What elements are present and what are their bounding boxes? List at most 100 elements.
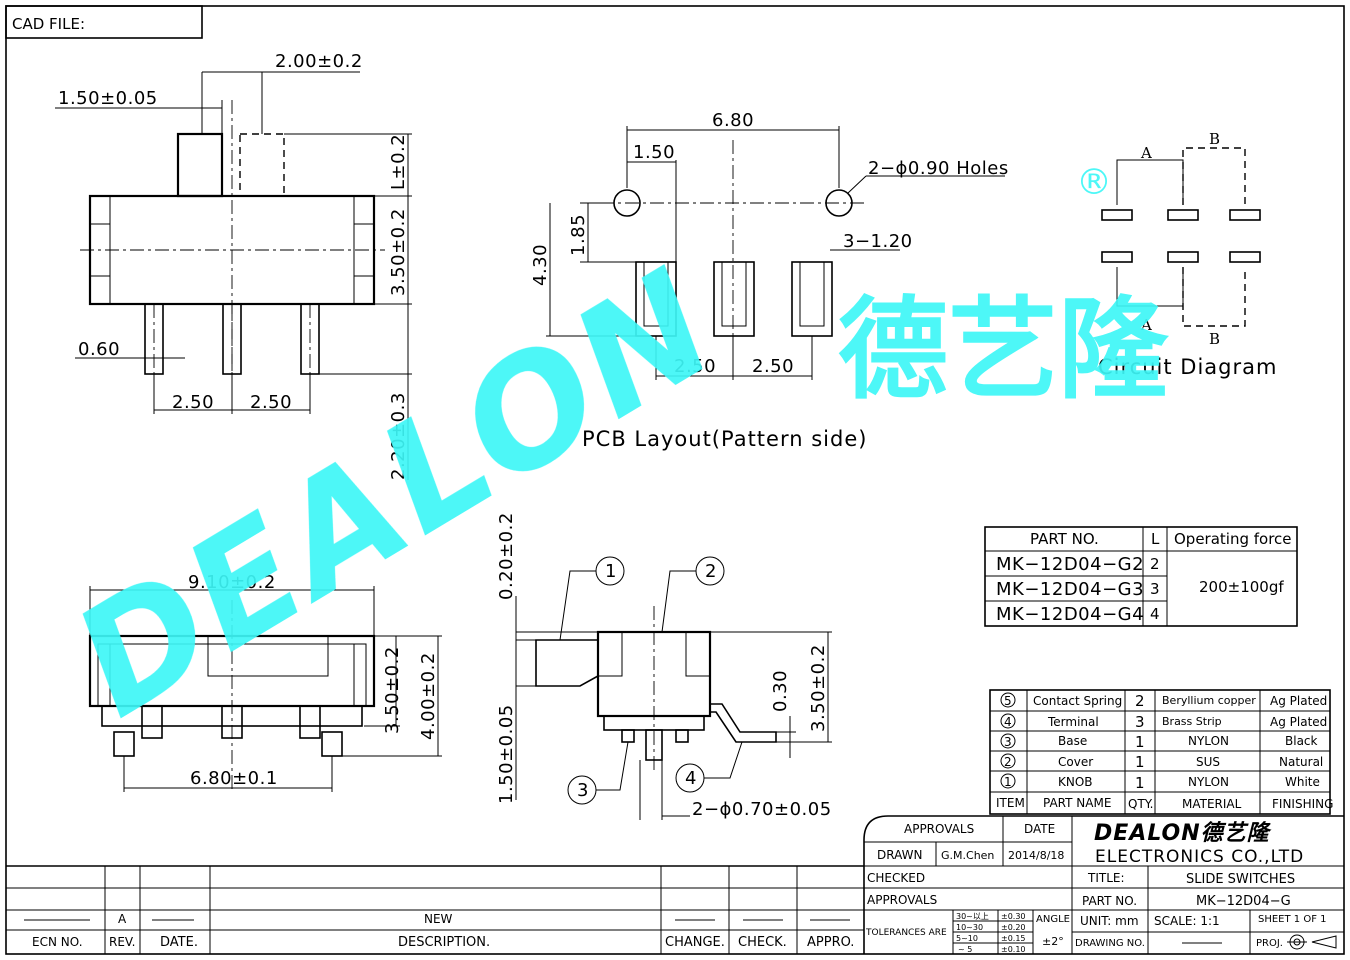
pn-header-force: Operating force xyxy=(1174,530,1292,548)
dim-row-offset: 1.85 xyxy=(568,214,589,256)
pn-row-part: MK−12D04−G2 xyxy=(996,554,1144,575)
pn-row-part: MK−12D04−G4 xyxy=(996,604,1144,625)
top-view: 2.00±0.2 1.50±0.05 L±0.2 3.50±0.2 2.20±0… xyxy=(55,51,412,480)
tb-tol-value: ±0.15 xyxy=(1001,934,1026,943)
bom-row: 4 Terminal 3 Brass Strip Ag Plated xyxy=(1000,713,1327,731)
rev-header-date: DATE. xyxy=(160,935,198,950)
rev-header-description: DESCRIPTION. xyxy=(398,935,490,950)
side-terminal xyxy=(710,703,777,743)
pcb-layout-title: PCB Layout(Pattern side) xyxy=(582,427,867,451)
tb-angle-value: ±2° xyxy=(1042,935,1064,948)
dim-side-holes: 2−ϕ0.70±0.05 xyxy=(692,799,832,820)
watermark-registered: ® xyxy=(1076,162,1112,203)
tb-approvals2: APPROVALS xyxy=(867,893,937,907)
bom-material: SUS xyxy=(1196,755,1220,769)
tb-tol-value: ±0.20 xyxy=(1001,923,1026,932)
bom-finishing: Ag Plated xyxy=(1270,694,1327,708)
pn-row-part: MK−12D04−G3 xyxy=(996,579,1144,600)
part-number-table: PART NO. L Operating force MK−12D04−G2 M… xyxy=(984,526,1298,627)
dim-hole-span: 6.80 xyxy=(712,110,754,131)
callout-3-label: 3 xyxy=(577,780,589,801)
tb-scale: SCALE: 1:1 xyxy=(1154,914,1220,928)
bom-name: Terminal xyxy=(1047,715,1099,729)
tb-approvals: APPROVALS xyxy=(904,822,974,836)
tb-title-value: SLIDE SWITCHES xyxy=(1186,872,1295,887)
bom-qty: 2 xyxy=(1135,692,1145,710)
tb-drawn-date: 2014/8/18 xyxy=(1008,849,1064,862)
projection-symbol-icon xyxy=(1287,934,1337,950)
bom-row: 5 Contact Spring 2 Beryllium copper Ag P… xyxy=(1000,692,1327,710)
dim-side-lower: 1.50±0.05 xyxy=(496,704,517,804)
bom-table: 5 Contact Spring 2 Beryllium copper Ag P… xyxy=(989,689,1333,815)
bom-material: Beryllium copper xyxy=(1162,694,1256,707)
dim-actuator-offset: 2.00±0.2 xyxy=(275,51,363,72)
tb-company-logo: DEALON德艺隆 xyxy=(1094,821,1273,846)
bom-finishing: Ag Plated xyxy=(1270,715,1327,729)
bom-name: Contact Spring xyxy=(1033,694,1122,708)
dim-front-width: 9.10±0.2 xyxy=(188,572,276,593)
tb-unit: UNIT: mm xyxy=(1080,914,1139,928)
rev-header-appro: APPRO. xyxy=(807,935,854,950)
dim-front-pin-span: 6.80±0.1 xyxy=(190,768,278,789)
tb-tol-range: 30~以上 xyxy=(956,912,989,921)
circuit-title: Circuit Diagram xyxy=(1098,355,1277,379)
callout-1-label: 1 xyxy=(605,561,617,582)
bom-header-finishing: FINISHING xyxy=(1272,797,1333,811)
bom-finishing: Natural xyxy=(1279,755,1323,769)
bom-qty: 1 xyxy=(1135,733,1145,751)
bom-row: 2 Cover 1 SUS Natural xyxy=(1000,753,1323,771)
bom-header-qty: QTY. xyxy=(1128,797,1154,811)
rev-header-change: CHANGE. xyxy=(665,935,725,950)
tb-tol-value: ±0.10 xyxy=(1001,945,1026,954)
tb-title-label: TITLE: xyxy=(1087,871,1125,885)
cad-file-box xyxy=(5,5,203,39)
rev-header-rev: REV. xyxy=(109,935,135,949)
tb-checked: CHECKED xyxy=(867,871,925,885)
tb-drawn-by: G.M.Chen xyxy=(941,849,994,862)
pn-force: 200±100gf xyxy=(1199,578,1284,596)
tb-drawing-no: DRAWING NO. xyxy=(1075,938,1145,949)
rev-description: NEW xyxy=(424,912,453,926)
rev-header-ecn: ECN NO. xyxy=(32,935,83,949)
dim-slot-note: 3−1.20 xyxy=(843,231,913,252)
cad-file-label: CAD FILE: xyxy=(12,15,85,33)
rev-header-check: CHECK. xyxy=(738,935,787,950)
dim-side-lead-thickness: 0.30 xyxy=(770,670,791,712)
bom-item: 3 xyxy=(1004,735,1012,749)
circuit-label-b-top: B xyxy=(1209,130,1220,148)
dim-travel: L±0.2 xyxy=(388,134,409,190)
tb-part-no-value: MK−12D04−G xyxy=(1196,894,1291,909)
tb-proj: PROJ. xyxy=(1256,938,1283,949)
dim-front-total-height: 4.00±0.2 xyxy=(418,652,439,740)
side-view: 1 2 3 4 0.20±0.2 1.50±0.05 0.30 3.50±0.2… xyxy=(496,512,832,820)
knob-alt-position xyxy=(239,133,285,197)
tb-tolerances-label: TOLERANCES ARE xyxy=(865,928,947,938)
tb-tol-range: 5~10 xyxy=(956,934,978,943)
bom-item: 1 xyxy=(1004,775,1012,789)
tb-date: DATE xyxy=(1024,822,1055,836)
dim-pitch-left: 2.50 xyxy=(172,392,214,413)
circuit-label-b-bottom: B xyxy=(1209,330,1220,348)
callout-2-label: 2 xyxy=(705,561,717,582)
tb-tol-range: ~ 5 xyxy=(958,945,972,954)
tb-part-no-label: PART NO. xyxy=(1082,894,1137,908)
pn-row-l: 2 xyxy=(1150,555,1160,573)
revision-block: A NEW ECN NO. REV. DATE. DESCRIPTION. CH… xyxy=(6,865,864,954)
side-knob xyxy=(535,639,599,687)
bom-finishing: Black xyxy=(1285,734,1318,748)
pn-header-part: PART NO. xyxy=(1030,530,1099,548)
side-pin xyxy=(645,729,663,761)
bom-qty: 1 xyxy=(1135,774,1145,792)
tb-sheet: SHEET 1 OF 1 xyxy=(1258,914,1327,925)
bom-finishing: White xyxy=(1285,775,1320,789)
pad-middle xyxy=(713,261,755,337)
tb-angle-label: ANGLE xyxy=(1036,914,1070,925)
pn-header-l: L xyxy=(1151,530,1160,548)
callout-4-label: 4 xyxy=(685,768,697,789)
dim-pcb-pitch-left: 2.50 xyxy=(674,356,716,377)
dim-front-body-height: 3.50±0.2 xyxy=(382,646,403,734)
pad-right xyxy=(791,261,833,337)
pcb-layout: 6.80 1.50 2−ϕ0.90 Holes 3−1.20 1.85 4.30… xyxy=(530,110,1008,451)
bom-item: 2 xyxy=(1004,755,1012,769)
dim-pcb-pitch-right: 2.50 xyxy=(752,356,794,377)
